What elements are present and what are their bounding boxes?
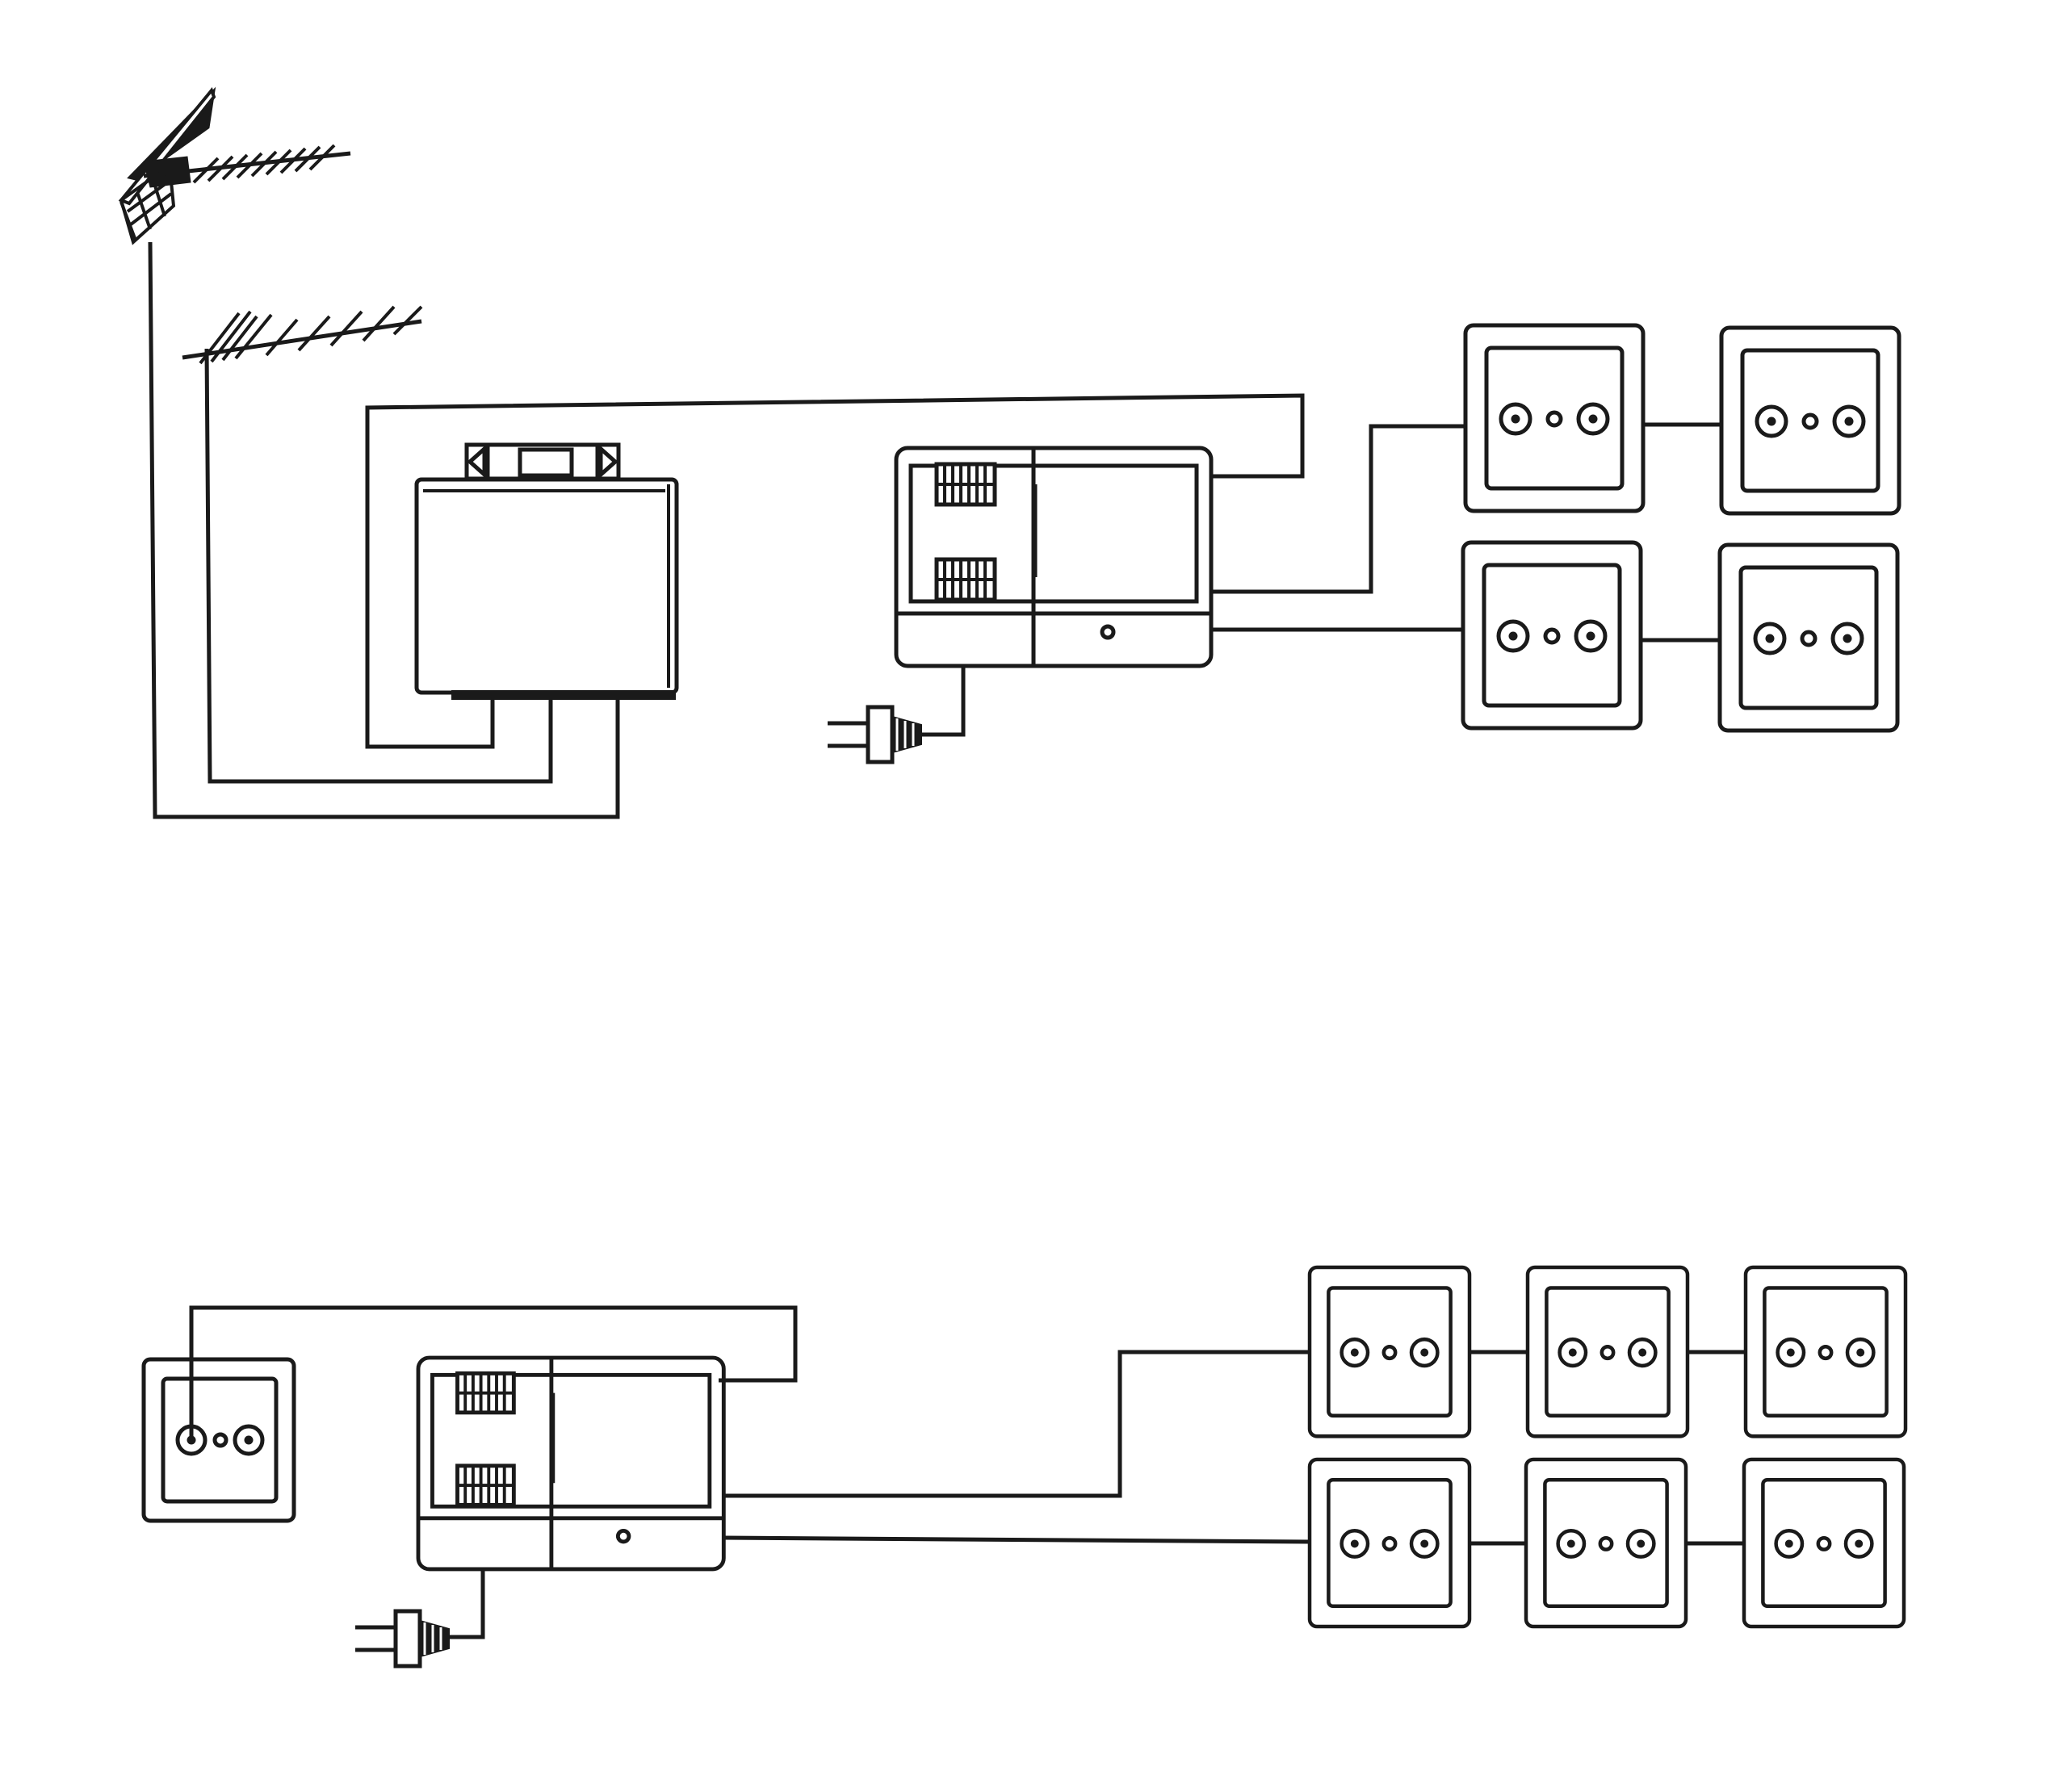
cable-output-1	[723, 1350, 1310, 1498]
tv-outlet-icon	[1721, 328, 1899, 513]
tv-outlet-icon	[1744, 1459, 1904, 1627]
scheme-bottom	[141, 1267, 1906, 1666]
outlet-row-1	[1465, 325, 1899, 513]
cable-output-1	[1211, 424, 1465, 594]
cable-antenna-upper	[148, 241, 620, 819]
outlet-row-1	[1310, 1267, 1906, 1436]
cable-output-2	[722, 1535, 1310, 1544]
tv-outlet-icon	[1720, 545, 1897, 731]
tv-outlet-icon	[1310, 1459, 1470, 1627]
tv-outlet-icon	[1463, 542, 1641, 728]
distribution-amplifier-icon	[418, 1358, 723, 1569]
tv-outlet-icon	[1526, 1459, 1686, 1627]
source-wall-outlet	[141, 1357, 296, 1523]
antenna-preamplifier-icon	[414, 442, 679, 700]
tv-outlet-icon	[1465, 325, 1643, 511]
power-plug-icon	[828, 707, 921, 762]
scheme-top	[118, 86, 1899, 819]
power-cord	[442, 1569, 485, 1639]
cable-source-to-amplifier	[189, 1305, 798, 1440]
cable-preamp-to-amplifier	[365, 393, 1305, 749]
distribution-amplifier-icon	[896, 448, 1211, 666]
outlet-row-2	[1310, 1459, 1904, 1627]
power-plug-icon	[355, 1611, 449, 1666]
power-cord	[912, 666, 966, 737]
outlet-row-2	[1463, 542, 1897, 731]
yagi-antenna-icon	[182, 305, 423, 365]
cable-antenna-lower	[204, 348, 553, 784]
tv-outlet-icon	[1528, 1267, 1688, 1436]
panel-yagi-antenna-icon	[118, 86, 351, 245]
tv-outlet-icon	[1746, 1267, 1906, 1436]
tv-outlet-icon	[1310, 1267, 1470, 1436]
